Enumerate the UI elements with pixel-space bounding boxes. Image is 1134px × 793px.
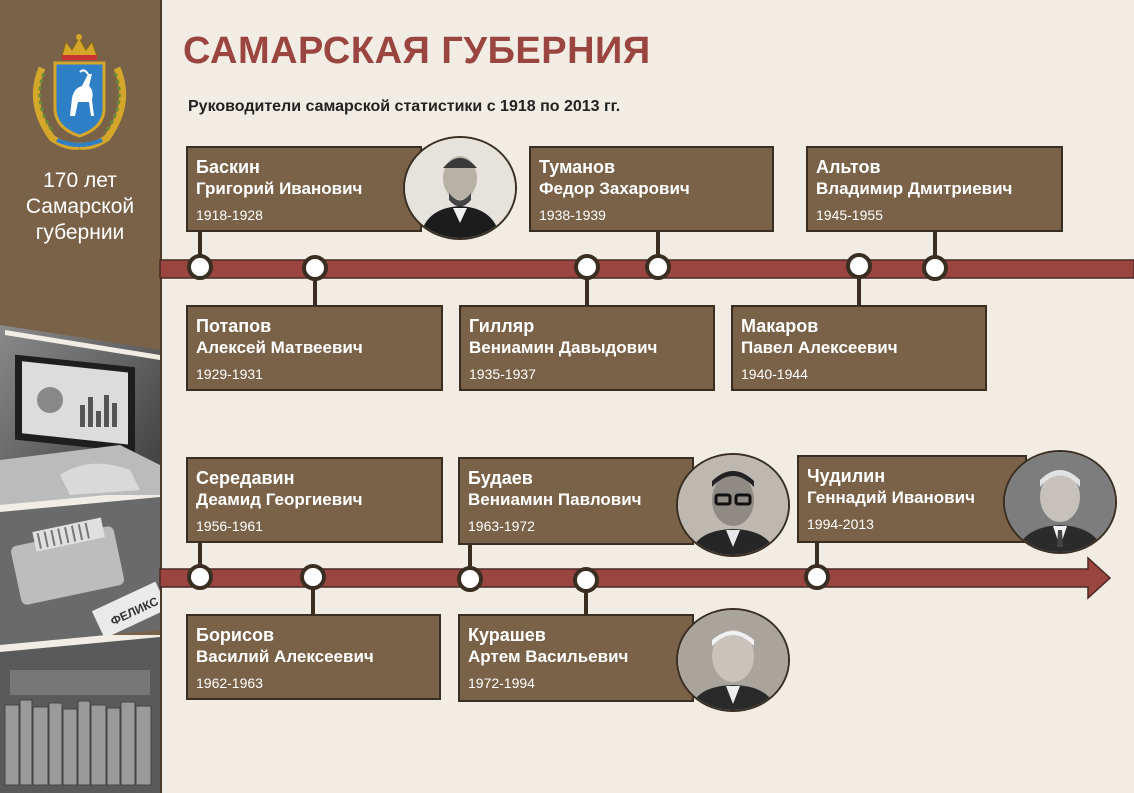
leader-given-name: Деамид Георгиевич	[196, 490, 363, 509]
leader-card-borisov: Борисов Василий Алексеевич 1962-1963	[186, 614, 441, 700]
leader-card-tumanov: Туманов Федор Захарович 1938-1939	[529, 146, 774, 232]
sidebar: 170 лет Самарской губернии ФЕЛИКС	[0, 0, 162, 793]
leader-years: 1918-1928	[196, 207, 263, 223]
timeline-node	[804, 564, 830, 590]
samara-coat-of-arms-icon	[32, 34, 127, 150]
leader-given-name: Алексей Матвеевич	[196, 338, 363, 357]
leader-card-baskin: Баскин Григорий Иванович 1918-1928	[186, 146, 422, 232]
leader-surname: Середавин	[196, 468, 295, 488]
leader-surname: Макаров	[741, 316, 819, 336]
timeline-node	[300, 564, 326, 590]
leader-card-budaev: Будаев Вениамин Павлович 1963-1972	[458, 457, 694, 545]
leader-surname: Гилляр	[469, 316, 535, 336]
timeline-node	[573, 567, 599, 593]
leader-years: 1945-1955	[816, 207, 883, 223]
timeline-node	[645, 254, 671, 280]
leader-card-altov: Альтов Владимир Дмитриевич 1945-1955	[806, 146, 1063, 232]
leader-years: 1956-1961	[196, 518, 263, 534]
leader-given-name: Вениамин Павлович	[468, 490, 642, 509]
laptop-chart-photo	[0, 325, 160, 505]
leader-card-chudilin: Чудилин Геннадий Иванович 1994-2013	[797, 455, 1027, 543]
timeline-node	[187, 564, 213, 590]
leader-card-kurashev: Курашев Артем Васильевич 1972-1994	[458, 614, 694, 702]
leader-card-potapov: Потапов Алексей Матвеевич 1929-1931	[186, 305, 443, 391]
leader-surname: Альтов	[816, 157, 881, 177]
anniversary-line-1: 170 лет	[43, 169, 117, 192]
leader-given-name: Григорий Иванович	[196, 179, 363, 198]
leader-surname: Будаев	[468, 468, 533, 488]
timeline-node	[574, 254, 600, 280]
leader-card-seredavin: Середавин Деамид Георгиевич 1956-1961	[186, 457, 443, 543]
timeline-node	[846, 253, 872, 279]
anniversary-caption: 170 лет Самарской губернии	[0, 168, 160, 246]
leader-surname: Чудилин	[807, 466, 886, 486]
portrait-baskin	[403, 136, 517, 240]
anniversary-line-3: губернии	[35, 221, 125, 244]
portrait-kurashev	[676, 608, 790, 712]
leader-surname: Борисов	[196, 625, 275, 645]
leader-years: 1972-1994	[468, 675, 535, 691]
leader-surname: Курашев	[468, 625, 546, 645]
leader-given-name: Павел Алексеевич	[741, 338, 898, 357]
timeline-node	[922, 255, 948, 281]
leader-given-name: Геннадий Иванович	[807, 488, 975, 507]
leader-given-name: Артем Васильевич	[468, 647, 629, 666]
portrait-chudilin	[1003, 450, 1117, 554]
adding-machine-photo: ФЕЛИКС	[0, 495, 160, 645]
leader-card-makarov: Макаров Павел Алексеевич 1940-1944	[731, 305, 987, 391]
leader-given-name: Вениамин Давыдович	[469, 338, 658, 357]
page-title: САМАРСКАЯ ГУБЕРНИЯ	[183, 30, 651, 72]
books-photo	[0, 635, 160, 793]
leader-given-name: Владимир Дмитриевич	[816, 179, 1013, 198]
leader-years: 1938-1939	[539, 207, 606, 223]
page-subtitle: Руководители самарской статистики с 1918…	[188, 98, 621, 115]
person-portrait-icon	[678, 455, 788, 555]
leader-years: 1962-1963	[196, 675, 263, 691]
timeline-node	[187, 254, 213, 280]
anniversary-line-2: Самарской	[25, 195, 135, 218]
leader-given-name: Федор Захарович	[539, 179, 690, 198]
leader-surname: Потапов	[196, 316, 272, 336]
person-portrait-icon	[678, 610, 788, 710]
leader-years: 1929-1931	[196, 366, 263, 382]
leader-years: 1994-2013	[807, 516, 874, 532]
leader-card-gillyar: Гилляр Вениамин Давыдович 1935-1937	[459, 305, 715, 391]
leader-surname: Туманов	[539, 157, 616, 177]
leader-given-name: Василий Алексеевич	[196, 647, 374, 666]
person-portrait-icon	[1005, 452, 1115, 552]
timeline-node	[302, 255, 328, 281]
leader-years: 1935-1937	[469, 366, 536, 382]
leader-years: 1940-1944	[741, 366, 808, 382]
timeline-node	[457, 566, 483, 592]
person-portrait-icon	[405, 138, 515, 238]
portrait-budaev	[676, 453, 790, 557]
leader-years: 1963-1972	[468, 518, 535, 534]
leader-surname: Баскин	[196, 157, 260, 177]
